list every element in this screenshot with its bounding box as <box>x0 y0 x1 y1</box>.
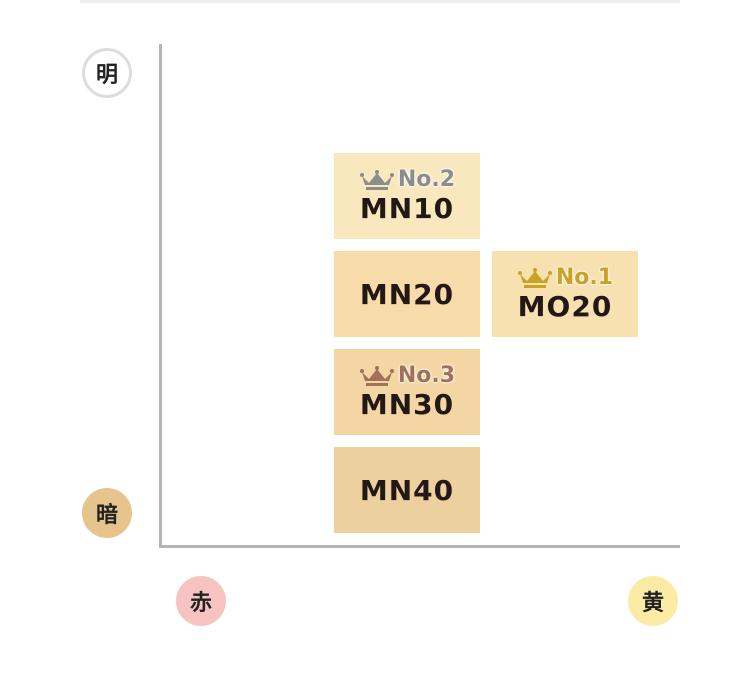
vertical-axis <box>159 44 162 548</box>
rank-badge: No.2 <box>359 166 456 192</box>
rank-text: No.1 <box>555 264 614 290</box>
rank-badge: No.1 <box>517 264 614 290</box>
shade-mn30[interactable]: No.3 MN30 <box>334 349 480 435</box>
shade-mn10[interactable]: No.2 MN10 <box>334 153 480 239</box>
rank-text: No.3 <box>397 362 456 388</box>
dark-label: 暗 <box>82 488 132 538</box>
bright-label: 明 <box>82 48 132 98</box>
rank-badge: No.3 <box>359 362 456 388</box>
shade-name: MN20 <box>359 277 455 311</box>
crown-icon <box>359 169 394 190</box>
shade-name: MN40 <box>359 473 455 507</box>
shade-mn40[interactable]: MN40 <box>334 447 480 533</box>
shade-mn20[interactable]: MN20 <box>334 251 480 337</box>
crown-icon <box>359 365 394 386</box>
top-divider <box>80 0 680 3</box>
red-label: 赤 <box>176 576 226 626</box>
rank-text: No.2 <box>397 166 456 192</box>
crown-icon <box>517 267 552 288</box>
horizontal-axis <box>159 545 680 548</box>
shade-name: MN10 <box>359 191 455 225</box>
shade-mo20[interactable]: No.1 MO20 <box>492 251 638 337</box>
shade-name: MO20 <box>517 289 613 323</box>
yellow-label: 黄 <box>628 576 678 626</box>
shade-name: MN30 <box>359 387 455 421</box>
